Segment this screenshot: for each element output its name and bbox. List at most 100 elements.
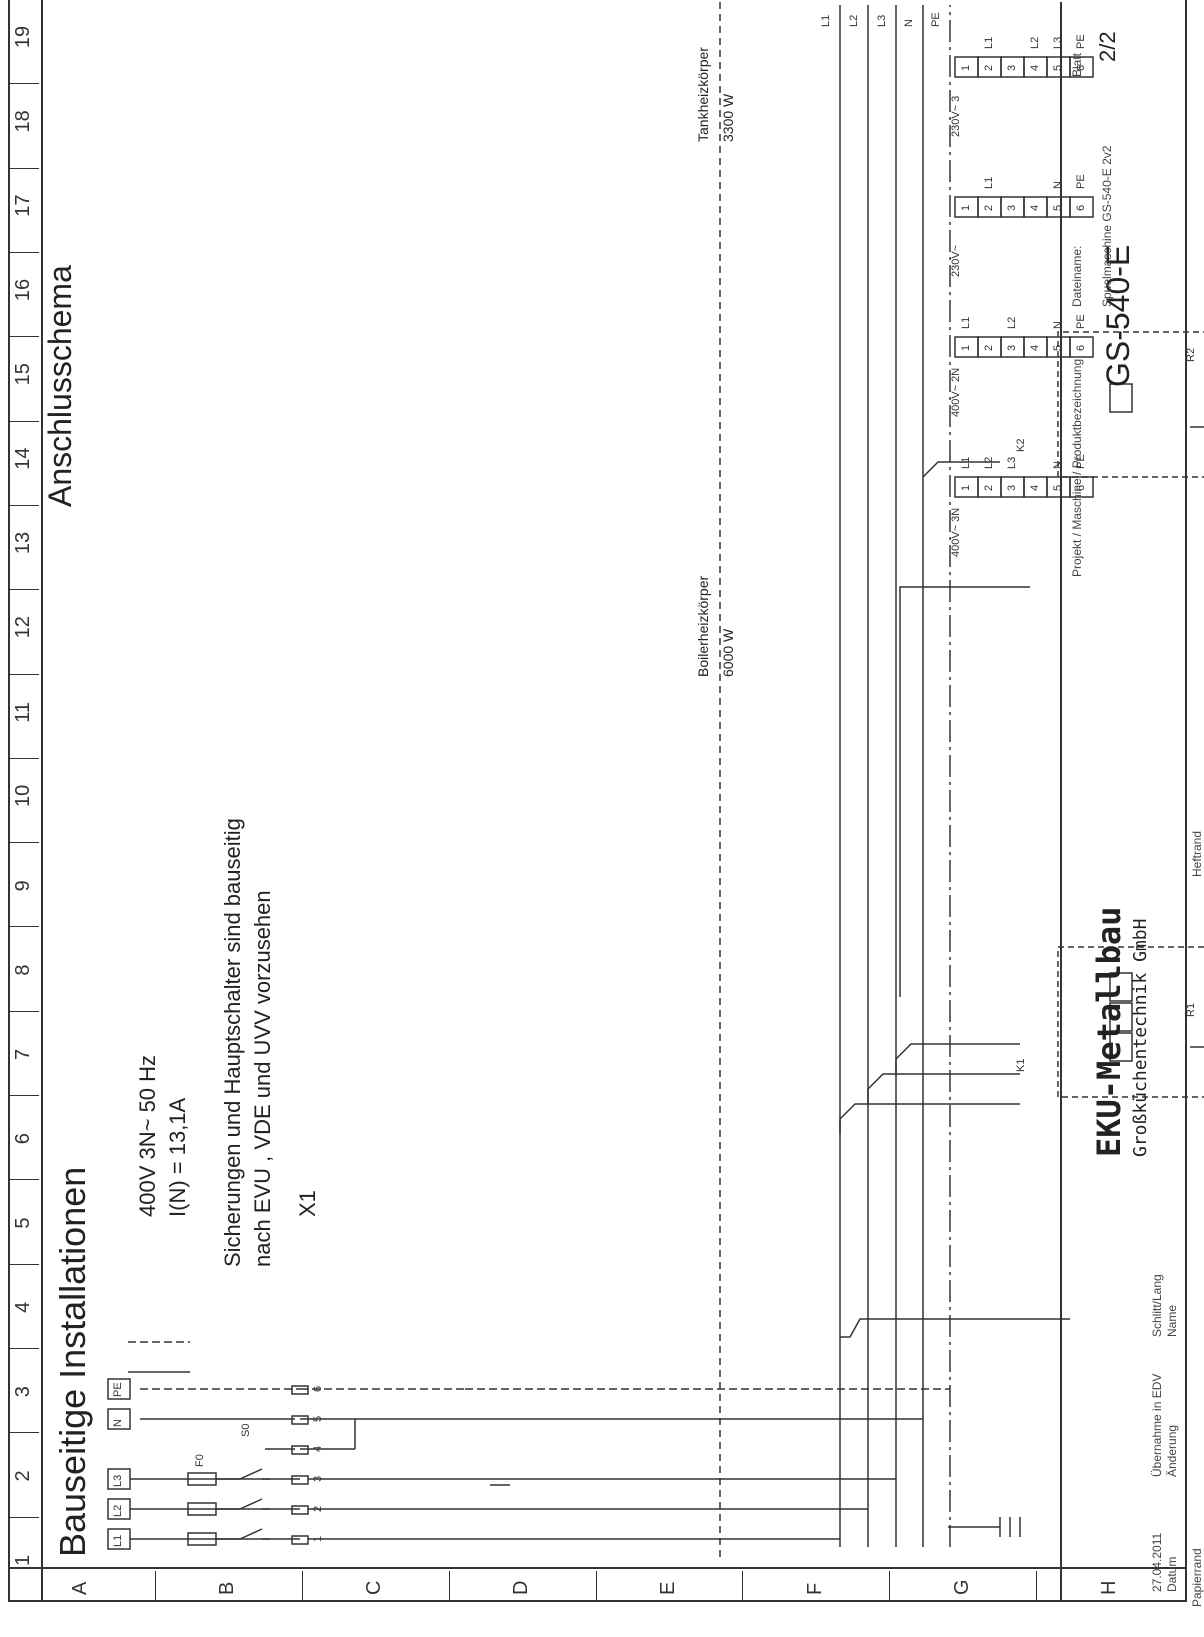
schema-label: L3 <box>1006 456 1018 469</box>
papierrand-label: Papierrand <box>1190 1548 1204 1607</box>
schema-cell <box>1069 196 1094 218</box>
busbar-label: L2 <box>848 14 860 27</box>
terminal-label: PE <box>112 1382 124 1397</box>
terminal-box <box>107 1528 131 1550</box>
schema-number: 1 <box>960 204 972 211</box>
schema-number: 2 <box>983 64 995 71</box>
terminal-box <box>107 1378 131 1400</box>
k1-label: K1 <box>1015 1058 1027 1072</box>
heater-element <box>1109 383 1133 413</box>
schema-number: 2 <box>983 484 995 491</box>
schema-number: 5 <box>1052 204 1064 211</box>
note-line2: nach EVU , VDE und UVV vorzusehen <box>250 890 275 1267</box>
schema-label: PE <box>1075 454 1087 469</box>
schema-number: 4 <box>1029 204 1041 211</box>
terminal-label: N <box>112 1419 124 1427</box>
r1-box <box>1057 946 1204 1098</box>
busbar-label: PE <box>930 12 942 27</box>
schema-number: 5 <box>1052 484 1064 491</box>
schema-label: L2 <box>1029 36 1041 49</box>
company-name: EKU-Metallbau <box>1090 906 1128 1157</box>
schema-label: N <box>1052 321 1064 329</box>
branch-wire <box>895 1043 1020 1074</box>
schema-number: 6 <box>1075 64 1087 71</box>
schema-number: 3 <box>1006 344 1018 351</box>
schema-number: 6 <box>1075 484 1087 491</box>
branch-wire <box>867 1073 1020 1104</box>
schema-number: 5 <box>1052 64 1064 71</box>
schema-number: 4 <box>1029 344 1041 351</box>
schema-number: 5 <box>1052 344 1064 351</box>
schema-label: L3 <box>1052 36 1064 49</box>
terminal-label: L1 <box>112 1534 124 1547</box>
schema-number: 6 <box>1075 204 1087 211</box>
schema-number: 1 <box>960 344 972 351</box>
schema-number: 1 <box>960 64 972 71</box>
schema-header: 230V~ <box>950 244 962 277</box>
schema-number: 2 <box>983 204 995 211</box>
tank-name: Tankheizkörper <box>695 47 711 142</box>
r1-label: R1 <box>1185 1002 1197 1017</box>
heftrand-label: Heftrand <box>1190 830 1204 877</box>
x1-terminal-number: 5 <box>312 1415 324 1422</box>
schema-cell <box>1069 476 1094 498</box>
dateiname-label: Dateiname: <box>1070 245 1084 307</box>
x1-terminal-number: 4 <box>312 1445 324 1452</box>
terminal-label: L2 <box>112 1504 124 1517</box>
dateiname-value: Spuelmaschine GS-540-E 2v2 <box>1100 145 1114 307</box>
aenderung-label: Änderung <box>1165 1424 1179 1477</box>
boiler-name: Boilerheizkörper <box>695 575 711 677</box>
schema-cell <box>1069 56 1094 78</box>
schema-number: 3 <box>1006 204 1018 211</box>
r2-box <box>1057 331 1204 478</box>
schema-number: 6 <box>1075 344 1087 351</box>
schema-label: L1 <box>960 316 972 329</box>
current-spec: I(N) = 13,1A <box>165 1097 190 1217</box>
supply-spec: 400V 3N~ 50 Hz <box>135 1054 160 1217</box>
schema-label: L1 <box>983 176 995 189</box>
bauseitig-title: Bauseitige Installationen <box>52 1166 93 1557</box>
busbar-label: N <box>903 19 915 27</box>
schema-number: 4 <box>1029 484 1041 491</box>
k1-k2-link <box>899 586 1030 997</box>
schema-label: L1 <box>960 456 972 469</box>
schema-label: L1 <box>983 36 995 49</box>
name-value: Schlitt/Lang <box>1150 1274 1164 1337</box>
schema-label: L2 <box>1006 316 1018 329</box>
branch-wire <box>839 1103 1020 1134</box>
x1-terminal-number: 3 <box>312 1475 324 1482</box>
schema-label: PE <box>1075 34 1087 49</box>
schema-number: 3 <box>1006 64 1018 71</box>
name-label: Name <box>1165 1304 1179 1337</box>
r2-label: R2 <box>1185 347 1197 362</box>
terminal-box <box>107 1408 131 1430</box>
blatt-value: 2/2 <box>1095 31 1120 62</box>
schema-label: N <box>1052 461 1064 469</box>
schema-number: 3 <box>1006 484 1018 491</box>
uebernahme-label: Übernahme in EDV <box>1150 1373 1164 1477</box>
s0-label: S0 <box>240 1423 252 1437</box>
busbar-label: L3 <box>876 14 888 27</box>
busbar-label: L1 <box>820 14 832 27</box>
terminal-box <box>107 1498 131 1520</box>
schema-label: PE <box>1075 314 1087 329</box>
anschluss-title: Anschlusschema <box>42 265 78 507</box>
schema-header: 230V~ 3 <box>950 95 962 137</box>
company-subtitle: Großküchentechnik GmbH <box>1130 918 1151 1157</box>
schema-header: 400V~ 3N <box>950 507 962 557</box>
x1-label: X1 <box>295 1190 320 1217</box>
schema-number: 4 <box>1029 64 1041 71</box>
datum-label: Datum <box>1165 1556 1179 1592</box>
schema-label: L2 <box>983 456 995 469</box>
x1-terminal-number: 1 <box>312 1535 324 1542</box>
schema-number: 2 <box>983 344 995 351</box>
x1-terminal-number: 2 <box>312 1505 324 1512</box>
heater-element <box>1109 1032 1133 1062</box>
heater-element <box>1109 972 1133 1002</box>
schema-cell <box>1069 336 1094 358</box>
terminal-box <box>107 1468 131 1490</box>
schema-header: 400V~ 2N <box>950 367 962 417</box>
